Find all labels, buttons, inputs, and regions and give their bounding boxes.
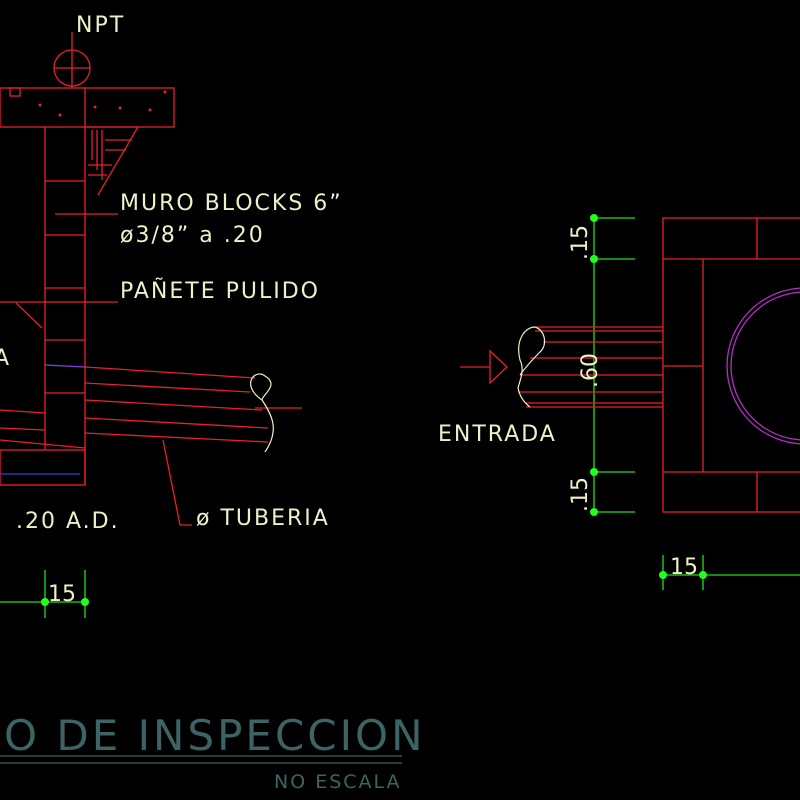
manhole-walls <box>662 217 800 513</box>
bottom-slab <box>0 449 86 486</box>
wall-label-line1: MURO BLOCKS 6” <box>120 191 343 216</box>
wall-label-line2: ø3/8” a .20 <box>120 223 265 248</box>
vertical-dimension <box>590 214 635 516</box>
block-wall <box>0 127 118 485</box>
section-wall-dimension <box>0 570 89 618</box>
floor-label: .20 A.D. <box>16 509 120 534</box>
npt-label: NPT <box>76 13 125 38</box>
dim-wall-text: 15 <box>670 555 698 580</box>
manhole-circle <box>726 287 800 445</box>
section-view: NPT MURO BLOCKS 6” ø3/8” a .20 PAÑETE PU… <box>0 13 343 618</box>
inlet-label: ENTRADA <box>438 422 557 447</box>
pipe-label: ø TUBERIA <box>196 506 330 531</box>
dim-middle-text: .60 <box>578 353 603 388</box>
flow-arrow-icon <box>460 349 508 385</box>
partial-label: A <box>0 346 11 371</box>
pipe <box>0 364 302 453</box>
slab-hatch <box>38 90 167 117</box>
fill-hatch <box>88 126 140 196</box>
inlet-pipe <box>517 326 663 408</box>
title-block: O DE INSPECCION NO ESCALA <box>0 711 425 793</box>
drawing-title: O DE INSPECCION <box>4 711 425 760</box>
scale-label: NO ESCALA <box>274 771 402 793</box>
finish-label: PAÑETE PULIDO <box>120 277 320 304</box>
dim-bottom-text: .15 <box>568 477 593 512</box>
dim-top-text: .15 <box>568 225 593 260</box>
plan-view: ENTRADA .15 .60 .15 15 <box>438 214 800 590</box>
npt-level-symbol <box>53 32 91 88</box>
wall-dimension-text: 15 <box>48 582 76 607</box>
horizontal-dimension <box>659 555 800 590</box>
top-slab <box>0 87 175 128</box>
